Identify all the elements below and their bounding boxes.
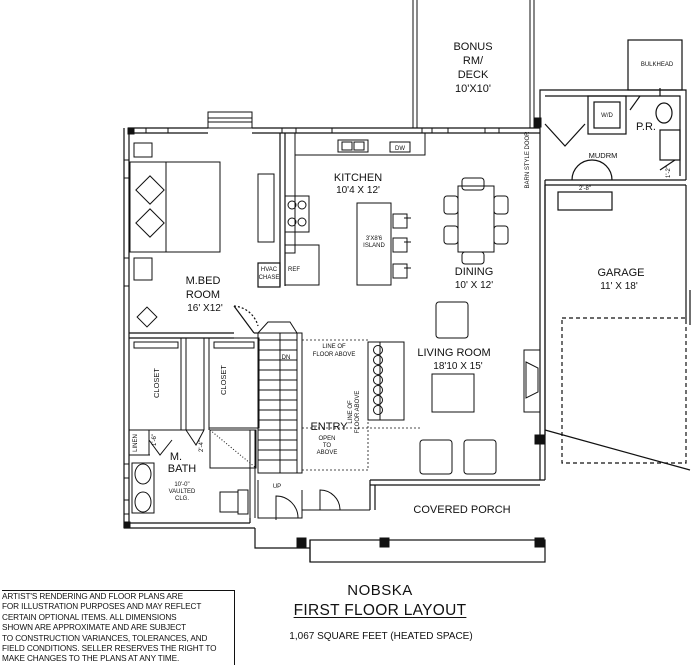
- dim-1-6: 1'-6": [152, 434, 158, 446]
- bulkhead-label: BULKHEAD: [641, 62, 674, 68]
- mbed-dim: 16' X12': [187, 303, 223, 314]
- dining-table: [443, 177, 509, 265]
- sofa-cushion: [373, 365, 383, 375]
- disclaimer-line: FOR ILLUSTRATION PURPOSES AND MAY REFLEC…: [2, 602, 202, 612]
- bonus-room-outline: [412, 0, 535, 128]
- mudrm-label: MUDRM: [589, 151, 618, 160]
- linen-label: LINEN: [133, 434, 139, 452]
- stairs-down-label: DN: [282, 355, 291, 361]
- living-label: LIVING ROOM: [417, 347, 490, 359]
- bonus-label-line3: DECK: [458, 69, 489, 81]
- garage-dim: 11' X 18': [600, 281, 638, 292]
- mbath-label-line1: M.: [170, 451, 182, 463]
- living-furniture: [367, 301, 541, 475]
- island-label-line2: ISLAND: [363, 243, 385, 249]
- hvac-label-line1: HVAC: [261, 267, 278, 273]
- hvac-label-line2: CHASE: [259, 275, 280, 281]
- plan-square-feet: 1,067 SQUARE FEET (HEATED SPACE): [289, 631, 473, 642]
- closet-right-label: CLOSET: [219, 365, 228, 395]
- room-labels: BONUS RM/ DECK 10'X10' KITCHEN 10'4 X 12…: [152, 41, 656, 516]
- mbed-label-line1: M.BED: [186, 275, 221, 287]
- mbath-note-line3: CLG.: [175, 496, 189, 502]
- disclaimer-line: FIELD CONDITIONS. SELLER RESERVES THE RI…: [2, 643, 217, 653]
- floor-above-a-line2: FLOOR ABOVE: [313, 352, 356, 358]
- entry-label: ENTRY: [310, 421, 348, 433]
- plan-layout-title: FIRST FLOOR LAYOUT: [293, 602, 467, 619]
- line-of-floor-above: [301, 339, 420, 471]
- floor-above-a-line1: LINE OF: [322, 344, 346, 350]
- living-dim: 18'10 X 15': [433, 361, 483, 372]
- disclaimer-text: ARTIST'S RENDERING AND FLOOR PLANS ARE F…: [2, 590, 235, 665]
- sofa-cushion: [373, 345, 383, 355]
- plan-name: NOBSKA: [347, 582, 413, 599]
- pr-label: P.R.: [636, 121, 656, 133]
- wd-label: W/D: [601, 113, 613, 119]
- closets: [128, 337, 260, 446]
- island-label-line1: 3'X8'6: [366, 236, 383, 242]
- mbath-note-line1: 10'-0": [174, 482, 189, 488]
- kitchen-counters: [284, 132, 426, 286]
- dim-2-4: 2'-4": [199, 440, 205, 452]
- entry-note-line1: OPEN: [318, 436, 335, 442]
- disclaimer-line: MAKE CHANGES TO THE PLANS AT ANY TIME.: [2, 654, 180, 664]
- sofa-cushion: [373, 405, 383, 415]
- sofa-cushion: [373, 395, 383, 405]
- stairs-up-label: UP: [273, 484, 281, 490]
- dining-label: DINING: [455, 266, 494, 278]
- garage-area: [539, 39, 691, 471]
- entry-note-line2: TO: [323, 443, 332, 449]
- sofa-cushion: [373, 385, 383, 395]
- disclaimer-line: TO CONSTRUCTION VARIANCES, TOLERANCES, A…: [2, 633, 208, 643]
- staircase: [257, 321, 303, 474]
- dim-1-2: 1'-2": [666, 166, 672, 178]
- closet-left-label: CLOSET: [152, 368, 161, 398]
- entry-area: [257, 480, 370, 520]
- dw-label: DW: [395, 146, 405, 152]
- kitchen-label: KITCHEN: [334, 172, 382, 184]
- porch-label: COVERED PORCH: [413, 504, 510, 516]
- master-bath: [128, 429, 257, 523]
- floor-above-b-line1: LINE OF: [348, 400, 354, 424]
- mbath-label-line2: BATH: [168, 463, 197, 475]
- garage-label: GARAGE: [597, 267, 644, 279]
- disclaimer-line: CERTAIN OPTIONAL ITEMS. ALL DIMENSIONS: [2, 612, 177, 622]
- sofa-cushion: [373, 355, 383, 365]
- kitchen-dim: 10'4 X 12': [336, 185, 380, 196]
- floor-above-b-line2: FLOOR ABOVE: [355, 391, 361, 434]
- ref-label: REF: [288, 267, 300, 273]
- sofa-cushion: [373, 375, 383, 385]
- dim-2-8: 2'-8": [579, 186, 591, 192]
- annotations: HVAC CHASE REF DW W/D BULKHEAD BARN STYL…: [133, 62, 674, 490]
- bonus-label-line2: RM/: [463, 55, 484, 67]
- dining-dim: 10' X 12': [455, 280, 493, 291]
- bonus-dim: 10'X10': [455, 83, 491, 95]
- entry-note-line3: ABOVE: [317, 450, 338, 456]
- mbed-label-line2: ROOM: [186, 289, 220, 301]
- porch-posts: [123, 117, 545, 548]
- bed: [129, 142, 275, 328]
- mbath-note-line2: VAULTED: [169, 489, 196, 495]
- disclaimer-line: SHOWN ARE APPROXIMATE AND ARE SUBJECT: [2, 623, 187, 633]
- disclaimer-line: ARTIST'S RENDERING AND FLOOR PLANS ARE: [2, 592, 183, 601]
- barn-door-label: BARN STYLE DOOR: [525, 131, 531, 189]
- bonus-label-line1: BONUS: [453, 41, 492, 53]
